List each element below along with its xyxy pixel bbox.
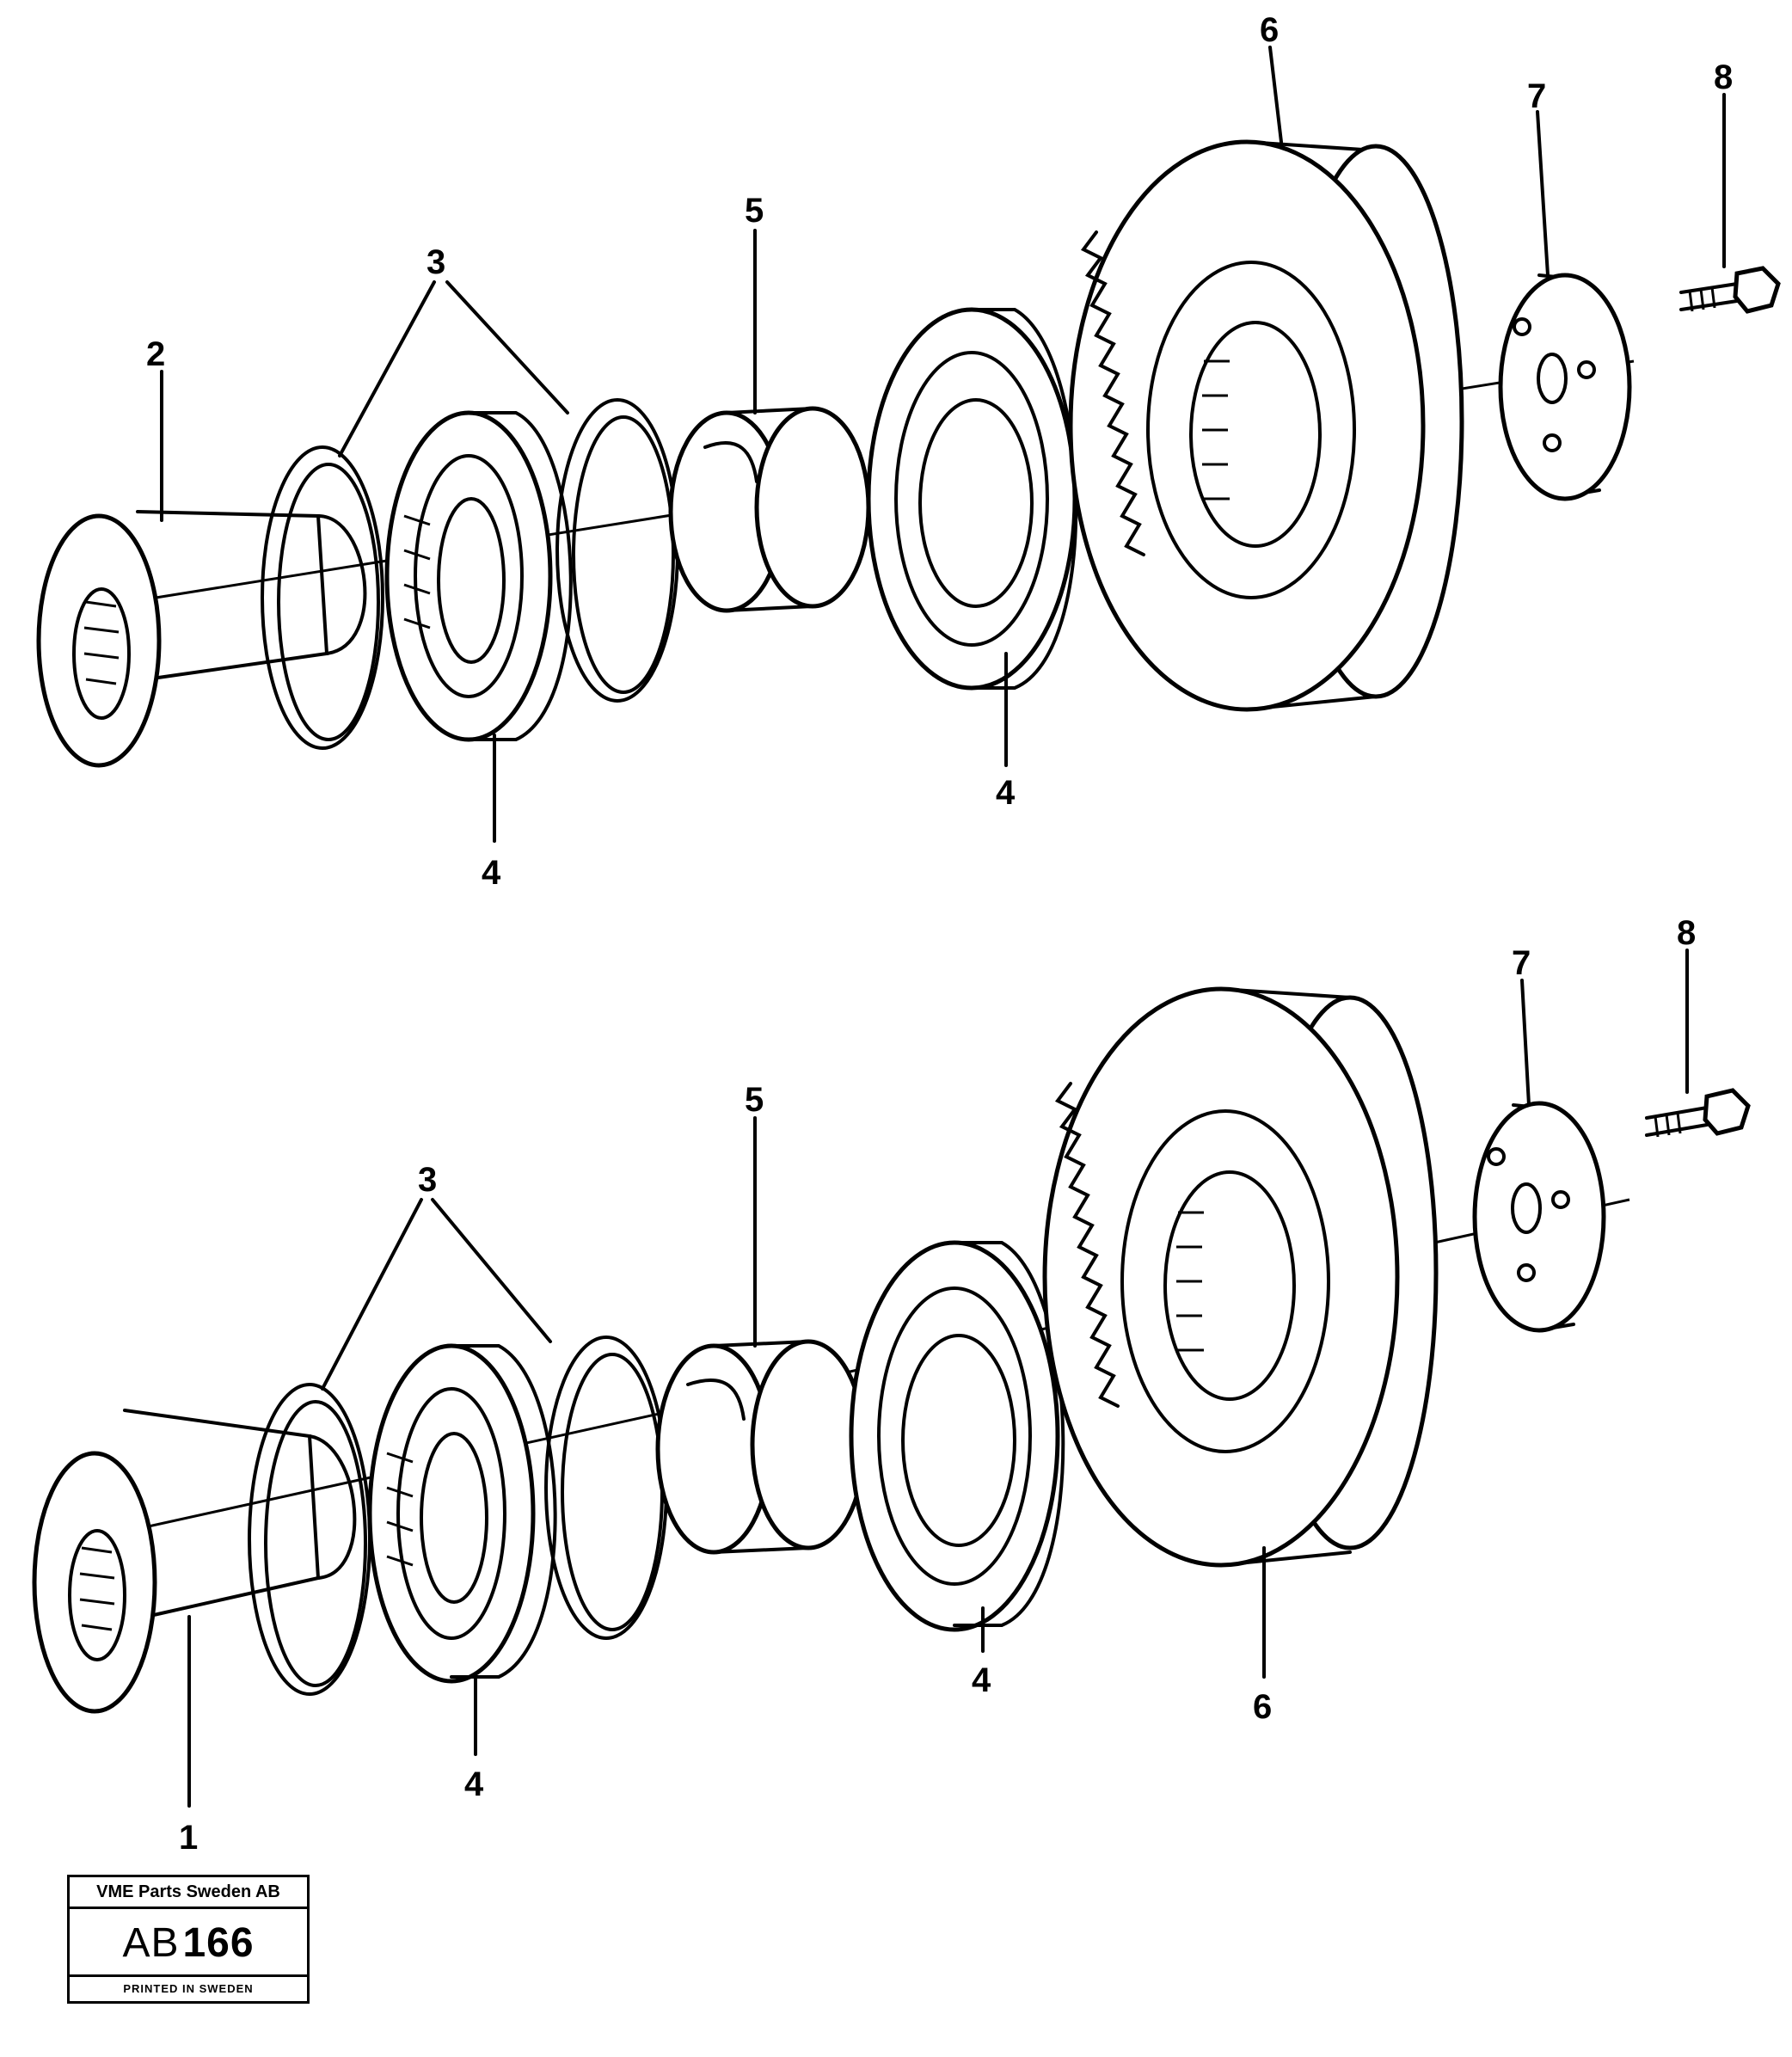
title-block-code-prefix: AB: [122, 1919, 180, 1966]
lower-assembly: [32, 986, 1751, 1714]
lower-sleeve-part-5: [655, 1339, 867, 1555]
callout-lower-7: 7: [1512, 944, 1531, 982]
upper-bearing-part-4-left: [384, 410, 573, 742]
lower-bearing-part-4-left: [367, 1343, 557, 1684]
callouts-upper: 2 3 4 5 4 6 7 8: [146, 11, 1733, 892]
upper-assembly: [36, 139, 1781, 768]
title-block-company: VME Parts Sweden AB: [70, 1877, 307, 1909]
callout-upper-8: 8: [1714, 58, 1733, 96]
upper-sleeve-part-5: [668, 406, 871, 613]
title-block-code-number: 166: [182, 1919, 255, 1966]
lower-gear-part-6: [1042, 986, 1439, 1568]
callout-lower-3: 3: [418, 1161, 437, 1199]
lower-hub-part-1: [32, 1409, 357, 1714]
lower-washer-part-7: [1472, 1101, 1606, 1333]
lower-bearing-part-4-right: [849, 1240, 1065, 1632]
upper-bearing-part-4-right: [866, 307, 1078, 691]
callout-upper-4-right: 4: [996, 774, 1016, 812]
callout-upper-7: 7: [1527, 77, 1546, 115]
title-block-printed: PRINTED IN SWEDEN: [70, 1974, 307, 2001]
lower-bolt-part-8: [1645, 1088, 1751, 1138]
upper-washer-part-7: [1498, 273, 1632, 501]
upper-circlip-part-3-left: [261, 445, 384, 750]
callout-upper-2: 2: [146, 335, 165, 373]
callout-upper-3: 3: [427, 243, 445, 281]
callout-lower-1: 1: [179, 1819, 198, 1857]
callout-lower-5: 5: [745, 1081, 764, 1119]
upper-hub-part-2: [36, 510, 367, 768]
callout-upper-6: 6: [1260, 11, 1279, 49]
callout-lower-8: 8: [1677, 914, 1696, 952]
upper-circlip-part-3-right: [555, 398, 679, 703]
title-block-code: AB 166: [70, 1909, 307, 1976]
callout-upper-4-left: 4: [482, 854, 501, 892]
leader-lines: [160, 46, 1726, 1808]
callout-upper-5: 5: [745, 192, 764, 230]
lower-circlip-part-3-right: [544, 1336, 668, 1640]
callout-lower-6: 6: [1253, 1688, 1272, 1726]
title-block: VME Parts Sweden AB AB 166 PRINTED IN SW…: [67, 1875, 310, 2004]
callouts-lower: 1 3 4 5 4 6 7 8: [179, 914, 1696, 1857]
callout-lower-4-left: 4: [464, 1765, 484, 1803]
upper-gear-part-6: [1068, 139, 1464, 712]
callout-lower-4-right: 4: [972, 1661, 991, 1699]
upper-bolt-part-8: [1679, 266, 1781, 314]
